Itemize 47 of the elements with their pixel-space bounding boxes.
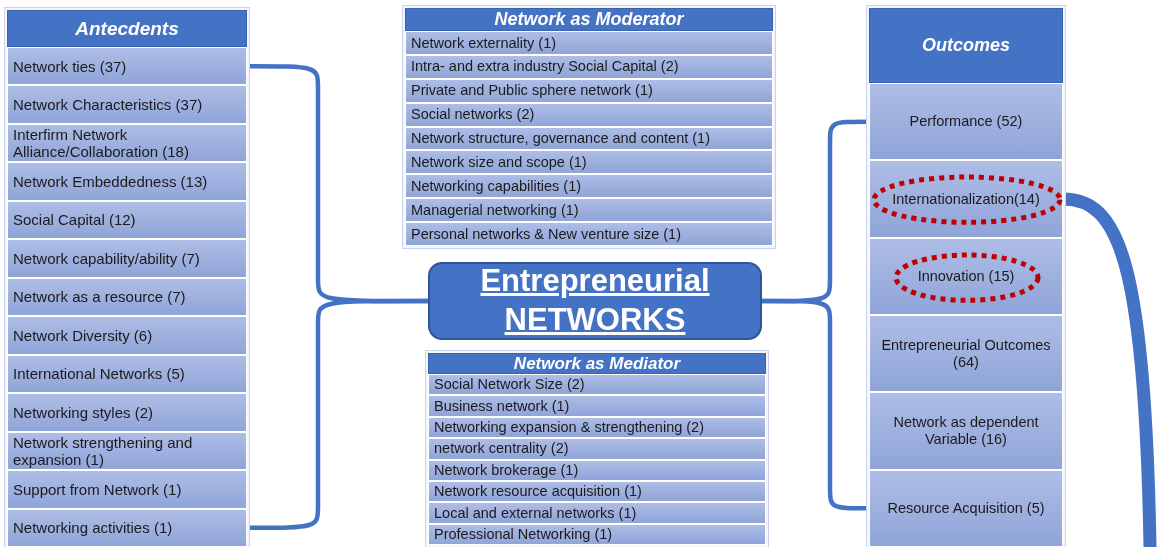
antecedent-row: International Networks (5) [7, 354, 247, 394]
column-header: Network as Moderator [405, 8, 773, 31]
mediator-row: network centrality (2) [428, 438, 766, 460]
antecedent-row: Network ties (37) [7, 47, 247, 86]
outcome-label: Innovation (15) [917, 268, 1015, 285]
antecedent-row: Interfirm Network Alliance/Collaboration (18) [7, 123, 247, 163]
mediator-row: Network brokerage (1) [428, 459, 766, 481]
antecedent-row: Social Capital (12) [7, 200, 247, 240]
outcome-card [869, 237, 1063, 315]
column-panel [425, 350, 769, 547]
moderator-row: Personal networks & New venture size (1) [405, 222, 773, 246]
mediator-row: Networking expansion & strengthening (2) [428, 416, 766, 439]
moderator-row: Networking capabilities (1) [405, 174, 773, 199]
moderator-row: Intra- and extra industry Social Capital (2) [405, 54, 773, 79]
outcome-label: Internationalization(14) [892, 190, 1040, 208]
topic-banner: Entrepreneurial NETWORKS [428, 262, 762, 340]
antecedent-row: Support from Network (1) [7, 470, 247, 509]
antecedent-row: Network Embeddedness (13) [7, 162, 247, 201]
column-panel [866, 5, 1066, 547]
antecedent-row: Networking activities (1) [7, 508, 247, 547]
outcome-card: Performance (52) [869, 83, 1063, 161]
antecedent-row: Network Diversity (6) [7, 316, 247, 355]
moderator-row: Social networks (2) [405, 102, 773, 127]
moderator-row: Network size and scope (1) [405, 150, 773, 175]
antecedent-row: Network strengthening and expansion (1) [7, 431, 247, 471]
mediator-row: Social Network Size (2) [428, 374, 766, 396]
column-panel [4, 7, 250, 547]
column-panel [402, 5, 776, 249]
outcome-card: Resource Acquisition (5) [869, 469, 1063, 547]
column-header: Antecdents [7, 10, 247, 47]
column-header: Outcomes [869, 8, 1063, 83]
moderator-row: Network externality (1) [405, 31, 773, 55]
moderator-row: Managerial networking (1) [405, 198, 773, 223]
mediator-row: Business network (1) [428, 395, 766, 417]
antecedent-row: Networking styles (2) [7, 393, 247, 432]
antecedent-row: Network as a resource (7) [7, 277, 247, 317]
mediator-row: Local and external networks (1) [428, 502, 766, 524]
mediator-row: Professional Networking (1) [428, 523, 766, 545]
moderator-row: Private and Public sphere network (1) [405, 78, 773, 103]
antecedent-row: Network Characteristics (37) [7, 85, 247, 124]
mediator-row: Network resource acquisition (1) [428, 480, 766, 503]
outcome-card: Entrepreneurial Outcomes (64) [869, 315, 1063, 393]
column-header: Network as Mediator [428, 353, 766, 374]
antecedent-row: Network capability/ability (7) [7, 239, 247, 278]
outcome-card: Network as dependent Variable (16) [869, 392, 1063, 470]
outcome-card [869, 160, 1063, 238]
moderator-row: Network structure, governance and content (1) [405, 126, 773, 151]
